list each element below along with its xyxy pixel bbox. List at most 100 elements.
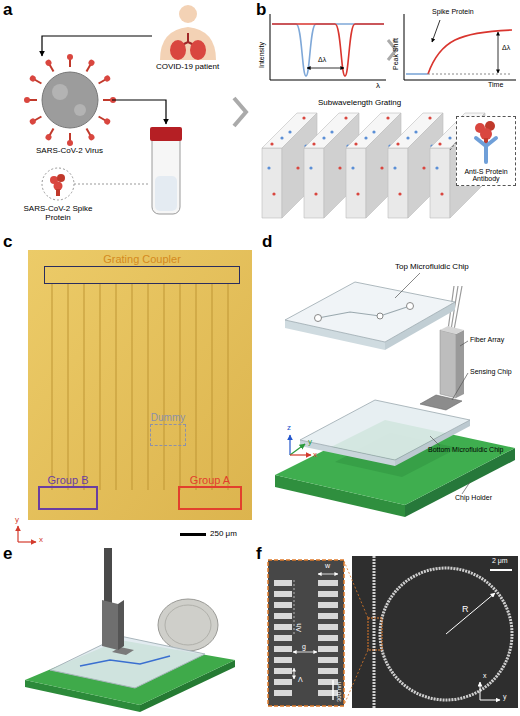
virus-illustration-part — [74, 104, 86, 116]
virus-illustration-part — [67, 133, 73, 146]
sem-inset-part — [274, 624, 338, 630]
annotation-label: y — [503, 693, 507, 701]
device-photo-part — [104, 548, 112, 604]
fiber-array-part — [440, 326, 464, 334]
top-microfluidic-chip-part — [315, 315, 322, 322]
fiber-array-part — [456, 330, 464, 398]
sensorgram-plot-part — [498, 32, 499, 73]
inset-label: Anti-S Protein Antibody — [457, 168, 515, 183]
annotation-label: Top Microfluidic Chip — [395, 262, 469, 271]
annotation-label: R — [462, 604, 469, 614]
region-label: Group A — [190, 474, 230, 486]
axis-indicator-part — [289, 435, 290, 455]
panel-letter: b — [256, 0, 266, 20]
spike-protein-illustration-part — [42, 168, 74, 200]
annotation-label: y — [308, 437, 312, 446]
sem-inset-part — [274, 679, 338, 685]
device-photo-part — [102, 600, 118, 650]
fiber-array-part — [440, 330, 456, 398]
sem-inset-part — [293, 652, 317, 653]
scale-bar — [180, 533, 206, 536]
sem-ring-part — [490, 569, 512, 571]
annotation-label: Chip Holder — [455, 494, 492, 502]
annotation-label: Spike Protein — [432, 8, 474, 16]
sem-ring-part — [480, 682, 481, 700]
sem-inset-part — [274, 602, 338, 608]
annotation-label: Time — [488, 81, 503, 89]
spike-protein-illustration-part — [56, 189, 60, 196]
flow-arrow — [112, 100, 166, 124]
virus-illustration-part — [44, 59, 56, 73]
patient-illustration-part — [190, 40, 206, 60]
annotation-label: x — [313, 450, 317, 459]
region-box: Group A — [178, 486, 242, 510]
device-photo-part — [80, 656, 170, 666]
virus-illustration-part — [44, 127, 56, 141]
region-box: Group B — [38, 486, 98, 510]
antibody-inset — [456, 116, 516, 186]
sem-inset-part — [274, 657, 338, 663]
annotation-label: SARS-CoV-2 Virus — [36, 146, 103, 155]
annotation-label: g — [302, 643, 306, 651]
annotation-label: y — [15, 515, 19, 524]
sem-inset-part — [274, 646, 338, 652]
annotation-label: Bottom Microfluidic Chip — [428, 446, 503, 454]
spectrum-plot-part — [270, 14, 386, 80]
annotation-label: Λ — [298, 676, 303, 684]
device-photo-part — [50, 636, 205, 688]
inset-box: Anti-S Protein Antibody — [456, 116, 516, 186]
top-microfluidic-chip-part — [285, 282, 455, 342]
sem-ring-part — [352, 556, 518, 708]
sem-inset-part — [274, 690, 338, 696]
annotation-label: Sensing Chip — [470, 368, 512, 376]
sem-inset-part — [274, 613, 338, 619]
chip-micrograph-part — [52, 283, 228, 490]
sem-inset-part — [274, 668, 338, 674]
panel-letter: d — [262, 232, 272, 252]
sem-inset-part — [332, 680, 334, 700]
subwavelength-grating — [262, 113, 485, 218]
region-box: Dummy — [150, 424, 186, 446]
virus-illustration-part — [29, 74, 43, 86]
leader-lines-part — [452, 373, 468, 400]
sensorgram-plot-part — [432, 20, 440, 42]
axis-indicator-part — [18, 541, 36, 542]
annotation-label: z — [287, 423, 291, 432]
annotation-label: 300 nm — [336, 682, 343, 702]
sensorgram-plot-part — [428, 74, 512, 75]
chip-micrograph-part — [28, 250, 252, 520]
virus-illustration-part — [42, 72, 98, 128]
sensorgram-plot-part — [428, 30, 512, 74]
panel-arrow — [234, 98, 246, 126]
sem-inset-part — [294, 668, 295, 679]
annotation-label: 250 μm — [210, 529, 237, 538]
leader-lines-part — [430, 436, 440, 446]
sem-ring-part — [368, 618, 382, 650]
virus-illustration-part — [84, 127, 96, 141]
virus-illustration-part — [97, 74, 111, 86]
device-photo-part — [118, 600, 124, 650]
chip-micrograph — [28, 250, 252, 520]
virus-illustration-part — [84, 59, 96, 73]
top-microfluidic-chip-part — [318, 306, 410, 318]
device-photo-part — [158, 599, 218, 651]
leader-lines — [395, 273, 470, 494]
annotation-label: COVID-19 patient — [156, 62, 219, 71]
annotation-label: x — [483, 672, 487, 680]
sem-inset — [268, 560, 344, 706]
sensorgram-plot — [404, 14, 516, 80]
antibody-inset-part — [476, 138, 496, 162]
annotation-label: Subwavelength Grating — [318, 98, 401, 107]
spike-protein-illustration — [42, 168, 150, 200]
leader-lines-part — [395, 273, 420, 298]
top-microfluidic-chip-part — [377, 313, 383, 319]
sample-tube-part — [150, 127, 182, 141]
sem-inset-part — [274, 580, 338, 586]
sem-ring-part — [344, 650, 368, 705]
annotation-label: Fiber Array — [470, 336, 504, 344]
annotation-label: 2 μm — [492, 557, 508, 565]
sem-ring-part — [480, 700, 500, 701]
sem-ring-part — [446, 593, 495, 634]
